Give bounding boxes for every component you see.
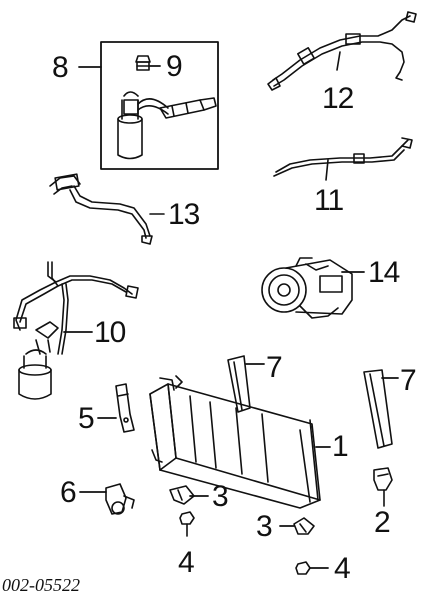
condenser-1 xyxy=(149,375,331,509)
callout-4-right: 4 xyxy=(334,552,351,585)
part-number: 002-05522 xyxy=(2,575,80,595)
callout-13: 13 xyxy=(168,198,200,231)
callout-7-right: 7 xyxy=(400,364,417,397)
callout-5: 5 xyxy=(78,402,95,435)
bolt-4-left xyxy=(179,511,195,537)
compressor-14 xyxy=(261,257,365,319)
hose-assembly-12 xyxy=(267,11,417,91)
callout-2: 2 xyxy=(374,506,391,539)
callout-9: 9 xyxy=(166,50,183,83)
callout-10: 10 xyxy=(94,316,126,349)
callout-3-left: 3 xyxy=(212,480,229,513)
nut-4-right xyxy=(295,561,329,575)
seal-7-right xyxy=(363,369,399,449)
line-11 xyxy=(273,137,413,181)
callout-11: 11 xyxy=(314,184,344,217)
inset-box-8 xyxy=(100,41,219,170)
callout-6: 6 xyxy=(60,476,77,509)
hose-13 xyxy=(49,173,165,245)
seal-7-left xyxy=(227,355,265,413)
callout-7-left: 7 xyxy=(266,351,283,384)
callout-14: 14 xyxy=(368,256,400,289)
callout-3-right: 3 xyxy=(256,510,273,543)
accumulator-10 xyxy=(13,261,139,400)
callout-1: 1 xyxy=(332,430,349,463)
callout-4-left: 4 xyxy=(178,546,195,579)
callout-8: 8 xyxy=(52,51,69,84)
valve-cap-9 xyxy=(135,55,161,71)
bracket-3-left xyxy=(169,485,209,505)
receiver-drier-8 xyxy=(117,91,217,160)
bracket-5 xyxy=(97,383,135,433)
bracket-3-right xyxy=(279,517,315,535)
callout-12: 12 xyxy=(322,82,354,115)
clip-2 xyxy=(373,467,393,507)
sensor-6 xyxy=(79,483,135,515)
